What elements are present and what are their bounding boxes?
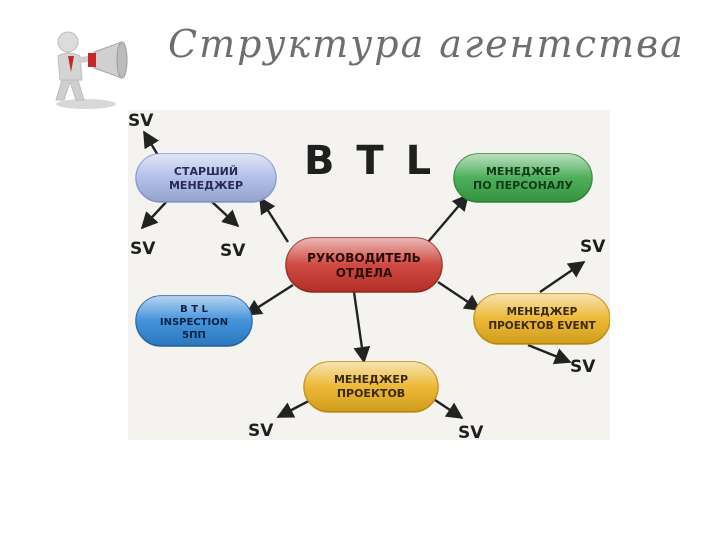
node-senior-line1: СТАРШИЙ	[174, 165, 238, 178]
node-inspection-line1: B T L	[180, 304, 208, 315]
node-inspection-line2: INSPECTION	[160, 317, 228, 328]
node-projects-line2: ПРОЕКТОВ	[337, 387, 405, 400]
arrow-head-to-inspection	[244, 283, 294, 317]
node-event-line2: ПРОЕКТОВ EVENT	[488, 320, 596, 332]
arrow-head-to-event	[437, 281, 482, 311]
sv-label: SV	[128, 111, 154, 131]
node-department-head: РУКОВОДИТЕЛЬ ОТДЕЛА	[285, 237, 443, 293]
node-senior-manager: СТАРШИЙ МЕНЕДЖЕР	[135, 153, 277, 203]
node-event-manager: МЕНЕДЖЕР ПРОЕКТОВ EVENT	[473, 293, 610, 345]
sv-label: SV	[580, 237, 606, 257]
node-senior-line2: МЕНЕДЖЕР	[169, 179, 243, 192]
arrow-senior-to-sv-left	[140, 199, 169, 230]
node-staff-manager: МЕНЕДЖЕР ПО ПЕРСОНАЛУ	[453, 153, 593, 203]
node-event-line1: МЕНЕДЖЕР	[507, 306, 578, 318]
arrow-senior-to-sv-right	[209, 199, 240, 228]
arrow-head-to-staff	[427, 193, 470, 243]
node-inspection-line3: 5ПП	[182, 330, 206, 341]
node-projects-line1: МЕНЕДЖЕР	[334, 373, 408, 386]
sv-label: SV	[248, 421, 274, 440]
btl-structure-diagram: B T L СТАРШИЙ МЕНЕДЖЕР МЕНЕДЖЕР ПО ПЕРСО…	[128, 110, 610, 440]
slide-title: Структура агентства	[168, 22, 685, 66]
sv-label: SV	[220, 241, 246, 261]
sv-label: SV	[458, 423, 484, 440]
arrow-event-to-sv-bottom	[527, 343, 572, 365]
sv-label: SV	[130, 239, 156, 259]
diagram-heading: B T L	[304, 138, 435, 184]
megaphone-person-icon	[38, 22, 138, 112]
node-staff-line2: ПО ПЕРСОНАЛУ	[473, 179, 573, 192]
node-head-line2: ОТДЕЛА	[336, 266, 393, 280]
node-btl-inspection: B T L INSPECTION 5ПП	[135, 295, 253, 347]
arrow-event-to-sv-top	[539, 261, 586, 293]
node-head-line1: РУКОВОДИТЕЛЬ	[307, 251, 421, 265]
arrow-head-to-projects	[352, 291, 371, 364]
arrow-head-to-senior	[258, 196, 290, 243]
node-project-manager: МЕНЕДЖЕР ПРОЕКТОВ	[303, 361, 439, 413]
sv-label: SV	[570, 357, 596, 377]
node-staff-line1: МЕНЕДЖЕР	[486, 165, 560, 178]
